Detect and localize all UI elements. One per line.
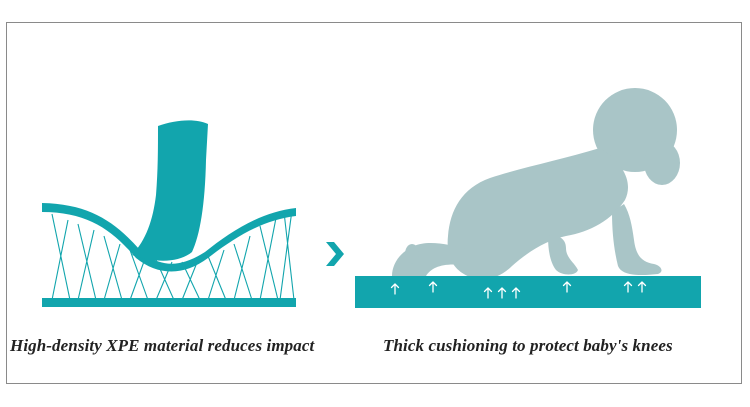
up-arrow-icon (390, 281, 647, 299)
foam-lattice (51, 209, 295, 301)
caption-impact: High-density XPE material reduces impact (10, 336, 315, 355)
chevron-right-icon (326, 242, 344, 266)
caption-cushioning: Thick cushioning to protect baby's knees (383, 336, 673, 355)
cushion-mat (355, 276, 701, 308)
foam-top-surface (42, 203, 296, 272)
impact-shape (132, 120, 208, 261)
baby-silhouette (392, 88, 680, 280)
foam-base (42, 298, 296, 307)
